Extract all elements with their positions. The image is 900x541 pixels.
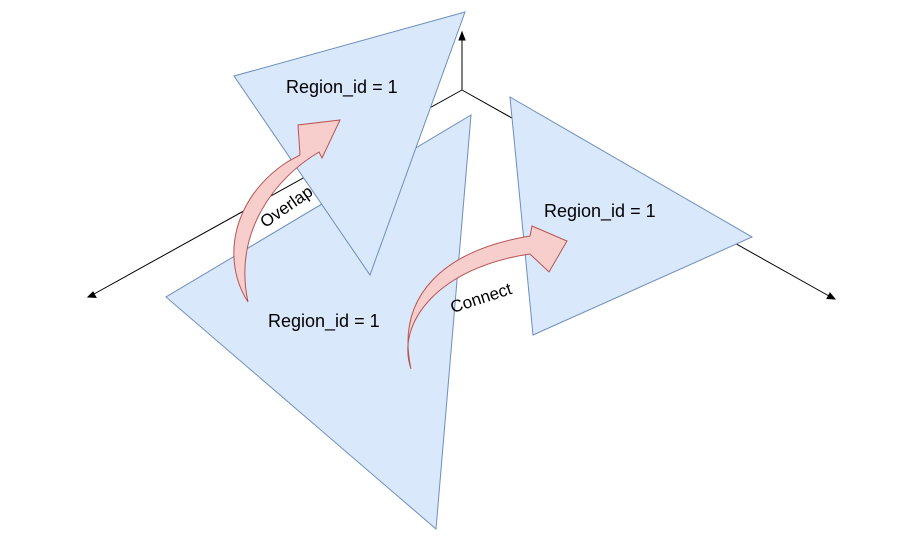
overlap-arrow-shape [233, 119, 341, 303]
region-label-top-left: Region_id = 1 [286, 77, 398, 98]
region-triangle-top-left [233, 11, 466, 277]
region-label-bottom: Region_id = 1 [268, 311, 380, 332]
region-label-right: Region_id = 1 [544, 201, 656, 222]
axis-vertical-arrowhead [458, 30, 466, 41]
connect-arrow-shape [407, 225, 568, 370]
connect-label: Connect [448, 279, 514, 317]
axis-left-arrowhead [86, 291, 97, 299]
region-triangle-right [509, 96, 754, 336]
region-triangle-bottom [165, 114, 472, 531]
axis-right-arrowhead [826, 292, 837, 300]
